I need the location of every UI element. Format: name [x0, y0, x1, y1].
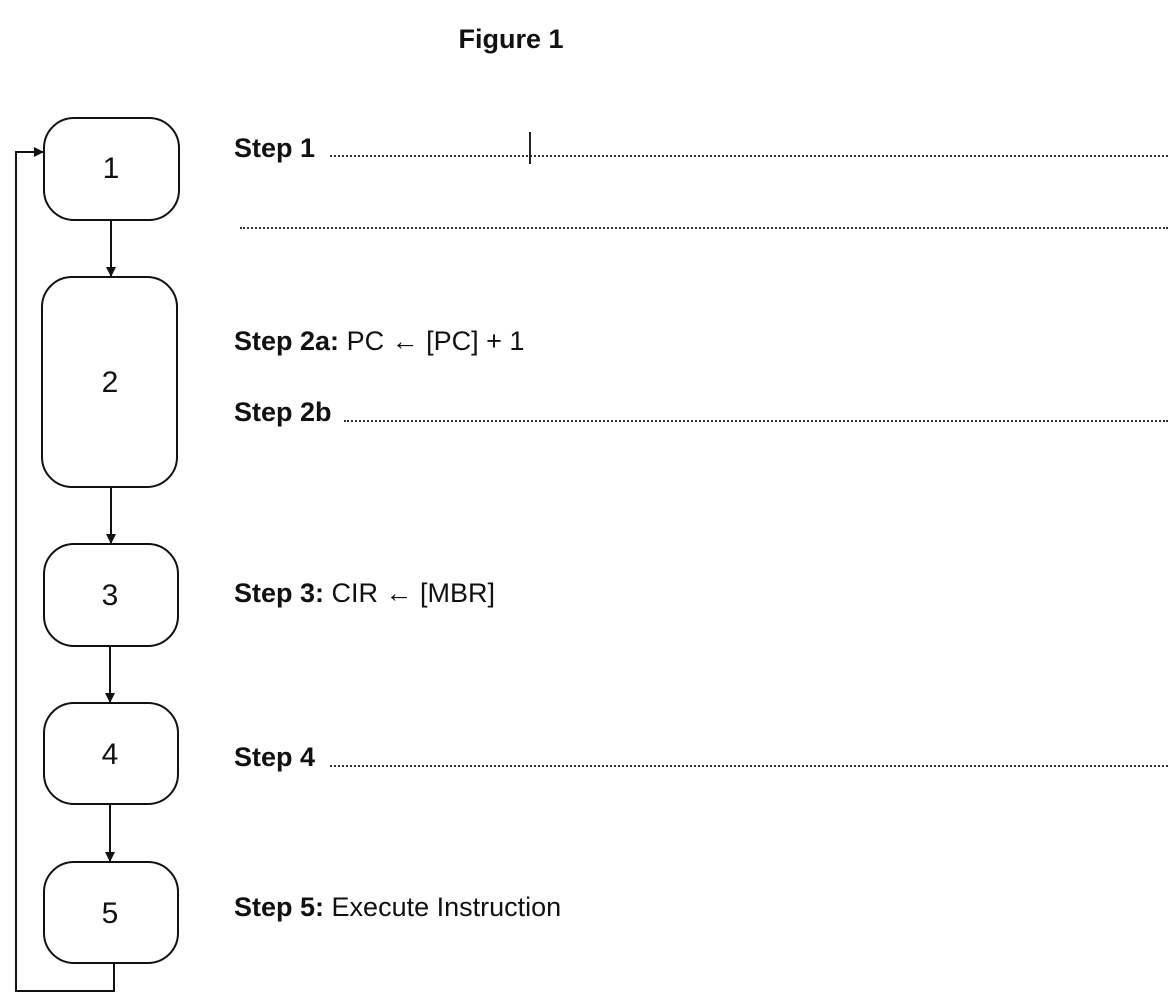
node-2-label: 2 — [102, 366, 119, 399]
figure-title: Figure 1 — [458, 24, 564, 54]
node-4-label: 4 — [102, 738, 119, 771]
node-2 — [41, 276, 178, 488]
step-2a-label: Step 2a: — [234, 326, 340, 356]
step-5: Step 5: Execute Instruction — [234, 892, 561, 923]
text-cursor — [529, 132, 531, 164]
step-1-label: Step 1 — [234, 133, 316, 163]
step-5-text: Execute Instruction — [331, 892, 562, 922]
step-1: Step 1 — [234, 133, 315, 164]
step-2b: Step 2b — [234, 397, 332, 428]
step-4: Step 4 — [234, 742, 315, 773]
step-5-label: Step 5: — [234, 892, 325, 922]
node-5 — [43, 861, 179, 964]
node-1-label: 1 — [103, 152, 120, 185]
node-3-label: 3 — [102, 579, 119, 612]
node-5-label: 5 — [102, 897, 119, 930]
step-2b-label: Step 2b — [234, 397, 332, 427]
step-2a-text: PC ← [PC] + 1 — [346, 326, 525, 356]
flowchart: 1 2 3 4 5 — [15, 117, 180, 992]
step-4-answer-line[interactable] — [330, 765, 1168, 767]
loop-back-arrow — [15, 147, 115, 992]
step-3-text: CIR ← [MBR] — [331, 578, 496, 608]
step-3-label: Step 3: — [234, 578, 325, 608]
step-1-answer-line-2[interactable] — [240, 227, 1168, 229]
step-1-answer-line[interactable] — [330, 155, 1168, 157]
step-4-label: Step 4 — [234, 742, 316, 772]
step-2b-answer-line[interactable] — [344, 420, 1168, 422]
step-3: Step 3: CIR ← [MBR] — [234, 578, 495, 609]
step-2a: Step 2a: PC ← [PC] + 1 — [234, 326, 524, 357]
